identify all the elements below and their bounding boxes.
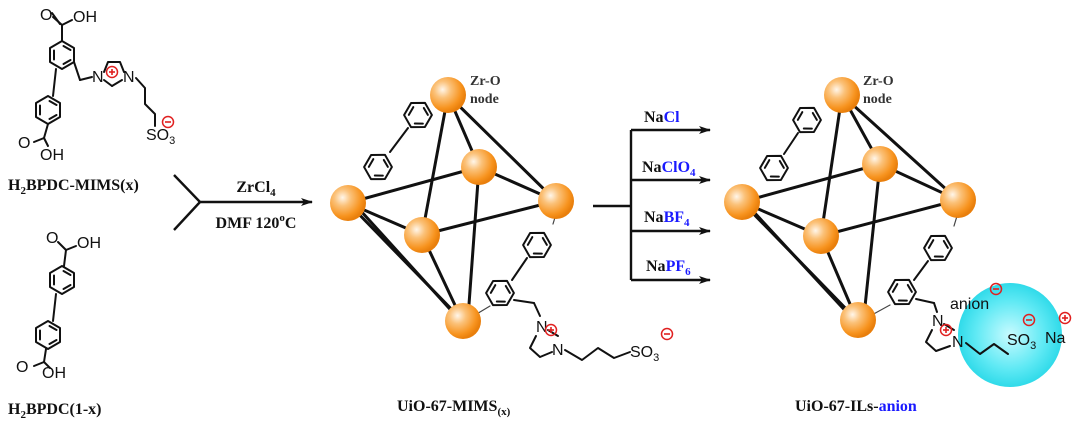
zr-node [803,218,839,254]
atom-oh: OH [77,235,101,252]
linker-ring [359,147,397,187]
positive-charge-icon [1058,311,1072,325]
zr-node [445,303,481,339]
ligand-functional-name: H2BPDC-MIMS(x) [8,177,139,197]
atom-o: O [16,359,28,376]
ligand-plain-name: H2BPDC(1-x) [8,401,102,421]
atom-oh: OH [40,147,64,164]
reagent-label: ZrCl4 [236,179,276,199]
benzene-ring-top [49,265,75,295]
negative-charge-icon [161,115,175,129]
zr-node [824,77,860,113]
counter-cation-label: Na [1045,330,1066,347]
zr-node [404,217,440,253]
atom-oh: OH [42,365,66,382]
benzene-ring-bottom [35,320,61,350]
zr-node [330,185,366,221]
node-label: node [470,92,499,107]
atom-n: N [932,313,944,330]
node-label: Zr-O [863,74,894,89]
zr-node [461,149,497,185]
positive-charge-icon [105,65,119,79]
mof-product-name: UiO-67-ILs-anion [795,398,917,415]
zr-node [940,182,976,218]
salt-label-nabf4: NaBF4 [644,209,690,229]
linker-ring [919,228,957,268]
atom-n: N [552,342,564,359]
linker-ring [399,95,437,135]
zr-node [538,183,574,219]
combine-fork [173,174,313,231]
atom-oh: OH [73,9,97,26]
ligand-functional-structure: O OH O OH N N SO3 [18,7,175,164]
anion-exchange-arrows [593,126,711,284]
atom-n: N [92,69,104,86]
conditions-label: DMF 120oC [216,212,297,232]
framework-edges [346,93,558,322]
zr-node [430,77,466,113]
zr-node [840,302,876,338]
zr-node [862,146,898,182]
atom-n: N [123,69,135,86]
ion-cloud [958,283,1062,387]
framework-edges [740,93,960,320]
mof-intermediate-name: UiO-67-MIMS(x) [397,398,511,418]
salt-label-nacl: NaCl [644,109,680,126]
atom-o: O [46,230,58,247]
linker-ring [518,225,556,265]
ligand-plain-structure: O OH O OH [16,230,101,382]
salt-label-naclo4: NaClO4 [642,159,696,179]
linker-ring [755,148,793,188]
benzene-ring-top [49,40,75,70]
atom-n: N [952,334,964,351]
atom-o: O [40,7,52,24]
zr-node [724,184,760,220]
node-label: Zr-O [470,74,501,89]
salt-label-napf6: NaPF6 [646,258,691,278]
negative-charge-icon [660,327,674,341]
atom-so3: SO3 [146,127,175,147]
atom-so3: SO3 [630,344,659,364]
benzene-ring-bottom [35,95,61,125]
mof-intermediate-framework: N N SO3 [330,77,674,364]
linker-ring [788,100,826,140]
atom-so3: SO3 [1007,332,1036,352]
atom-n: N [536,319,548,336]
atom-o: O [18,135,30,152]
anion-label: anion [950,296,989,313]
mof-product-framework: N N SO3 anion Na [724,77,1072,387]
node-label: node [863,92,892,107]
